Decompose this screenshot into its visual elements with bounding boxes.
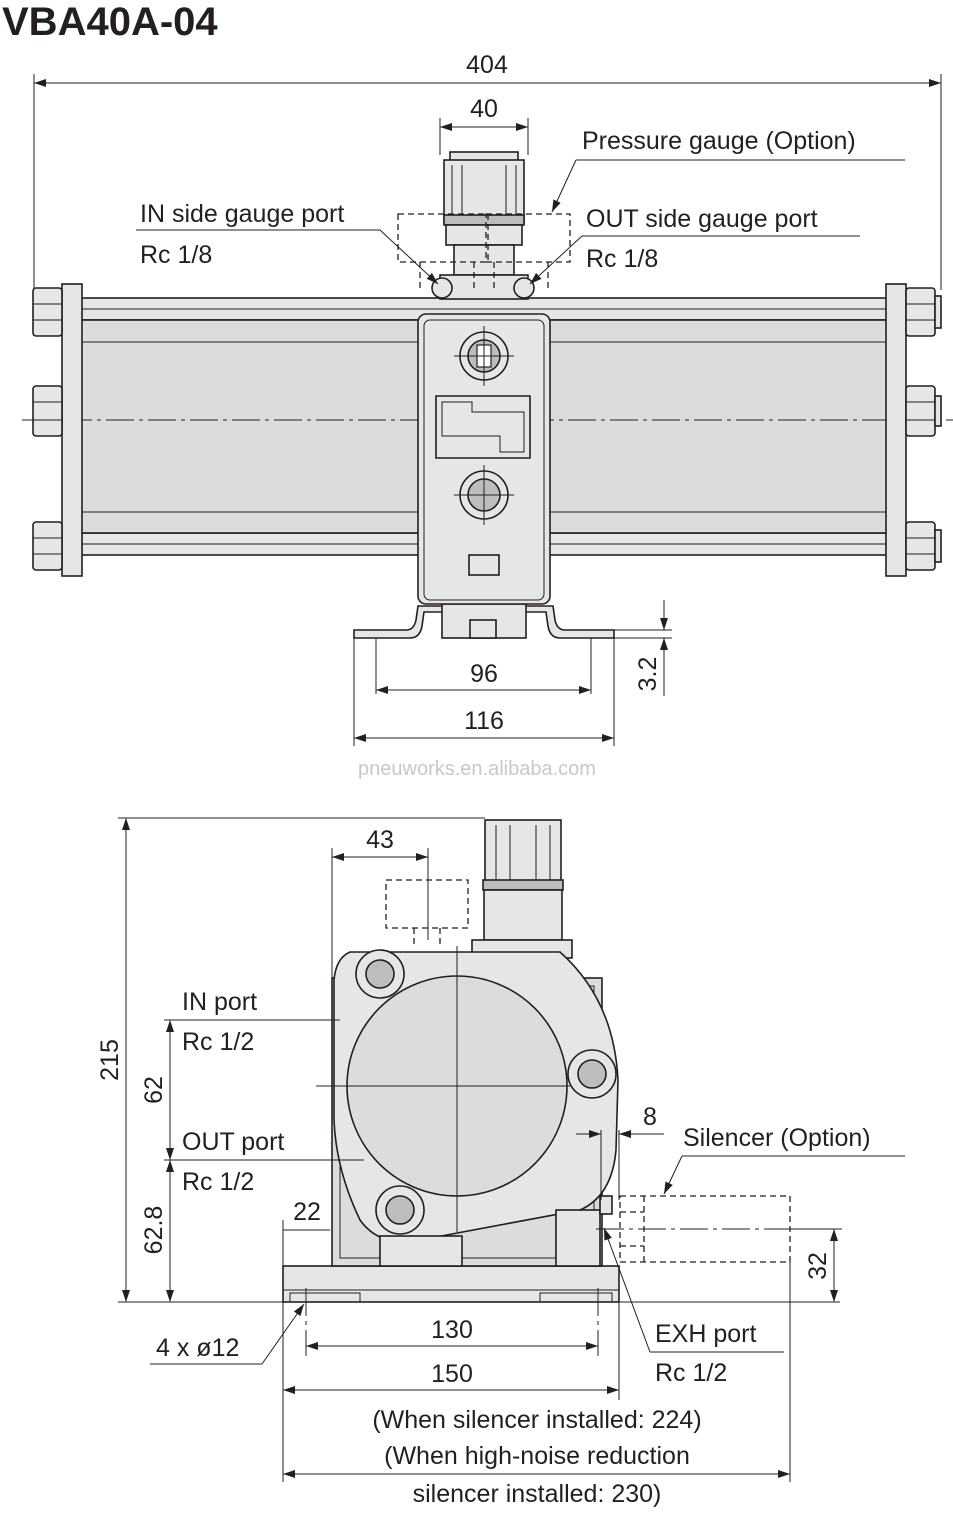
- watermark: pneuworks.en.alibaba.com: [358, 758, 596, 780]
- out-port-label: OUT port: [182, 1128, 284, 1156]
- in-port-thread: Rc 1/2: [182, 1028, 254, 1056]
- dim-base-width: 150: [431, 1360, 473, 1388]
- out-port-thread: Rc 1/2: [182, 1168, 254, 1196]
- out-gauge-option-outline: [485, 213, 571, 263]
- end-plate-left: [61, 283, 83, 577]
- holes-label: 4 x ø12: [156, 1334, 239, 1362]
- dim-edge: 22: [293, 1198, 321, 1226]
- note-line-3: silencer installed: 230): [413, 1480, 662, 1508]
- in-gauge-option-outline: [397, 213, 489, 263]
- base-block: [282, 1265, 620, 1303]
- center-housing: [417, 313, 551, 605]
- silencer-label: Silencer (Option): [683, 1124, 871, 1152]
- pressure-gauge-side: [471, 819, 573, 959]
- dim-hole-pitch: 130: [431, 1316, 473, 1344]
- nuts-right: [905, 287, 942, 571]
- side-view: 215 43: [96, 817, 905, 1508]
- dim-plate-thickness: 3.2: [634, 657, 662, 692]
- in-gauge-option-outline-side: [385, 879, 469, 929]
- end-plate-right: [885, 283, 907, 577]
- dim-silencer-dia: 32: [804, 1252, 832, 1280]
- in-gauge-port-label: IN side gauge port: [140, 200, 344, 228]
- in-port-label: IN port: [182, 988, 257, 1016]
- dim-mount-inner: 96: [470, 660, 498, 688]
- dim-out-port-height: 62.8: [140, 1206, 168, 1255]
- in-gauge-port-thread: Rc 1/8: [140, 241, 212, 269]
- dim-height: 215: [96, 1039, 124, 1081]
- model-title: VBA40A-04: [2, 0, 218, 44]
- pressure-gauge: [431, 151, 535, 300]
- exh-port-label: EXH port: [655, 1320, 756, 1348]
- exh-port-thread: Rc 1/2: [655, 1359, 727, 1387]
- pressure-gauge-label: Pressure gauge (Option): [582, 127, 856, 155]
- dim-gauge-offset: 43: [366, 826, 394, 854]
- nuts-left: [32, 287, 63, 571]
- dim-silencer-offset: 8: [643, 1103, 657, 1131]
- note-line-1: (When silencer installed: 224): [372, 1406, 701, 1434]
- dim-port-spacing: 62: [140, 1076, 168, 1104]
- front-view: 404 40: [22, 51, 953, 746]
- out-gauge-port-label: OUT side gauge port: [586, 205, 818, 233]
- dim-mount-outer: 116: [464, 707, 504, 735]
- dim-gauge-width: 40: [470, 95, 498, 123]
- dim-overall-width: 404: [466, 51, 508, 79]
- out-gauge-port-thread: Rc 1/8: [586, 245, 658, 273]
- note-line-2: (When high-noise reduction: [384, 1442, 690, 1470]
